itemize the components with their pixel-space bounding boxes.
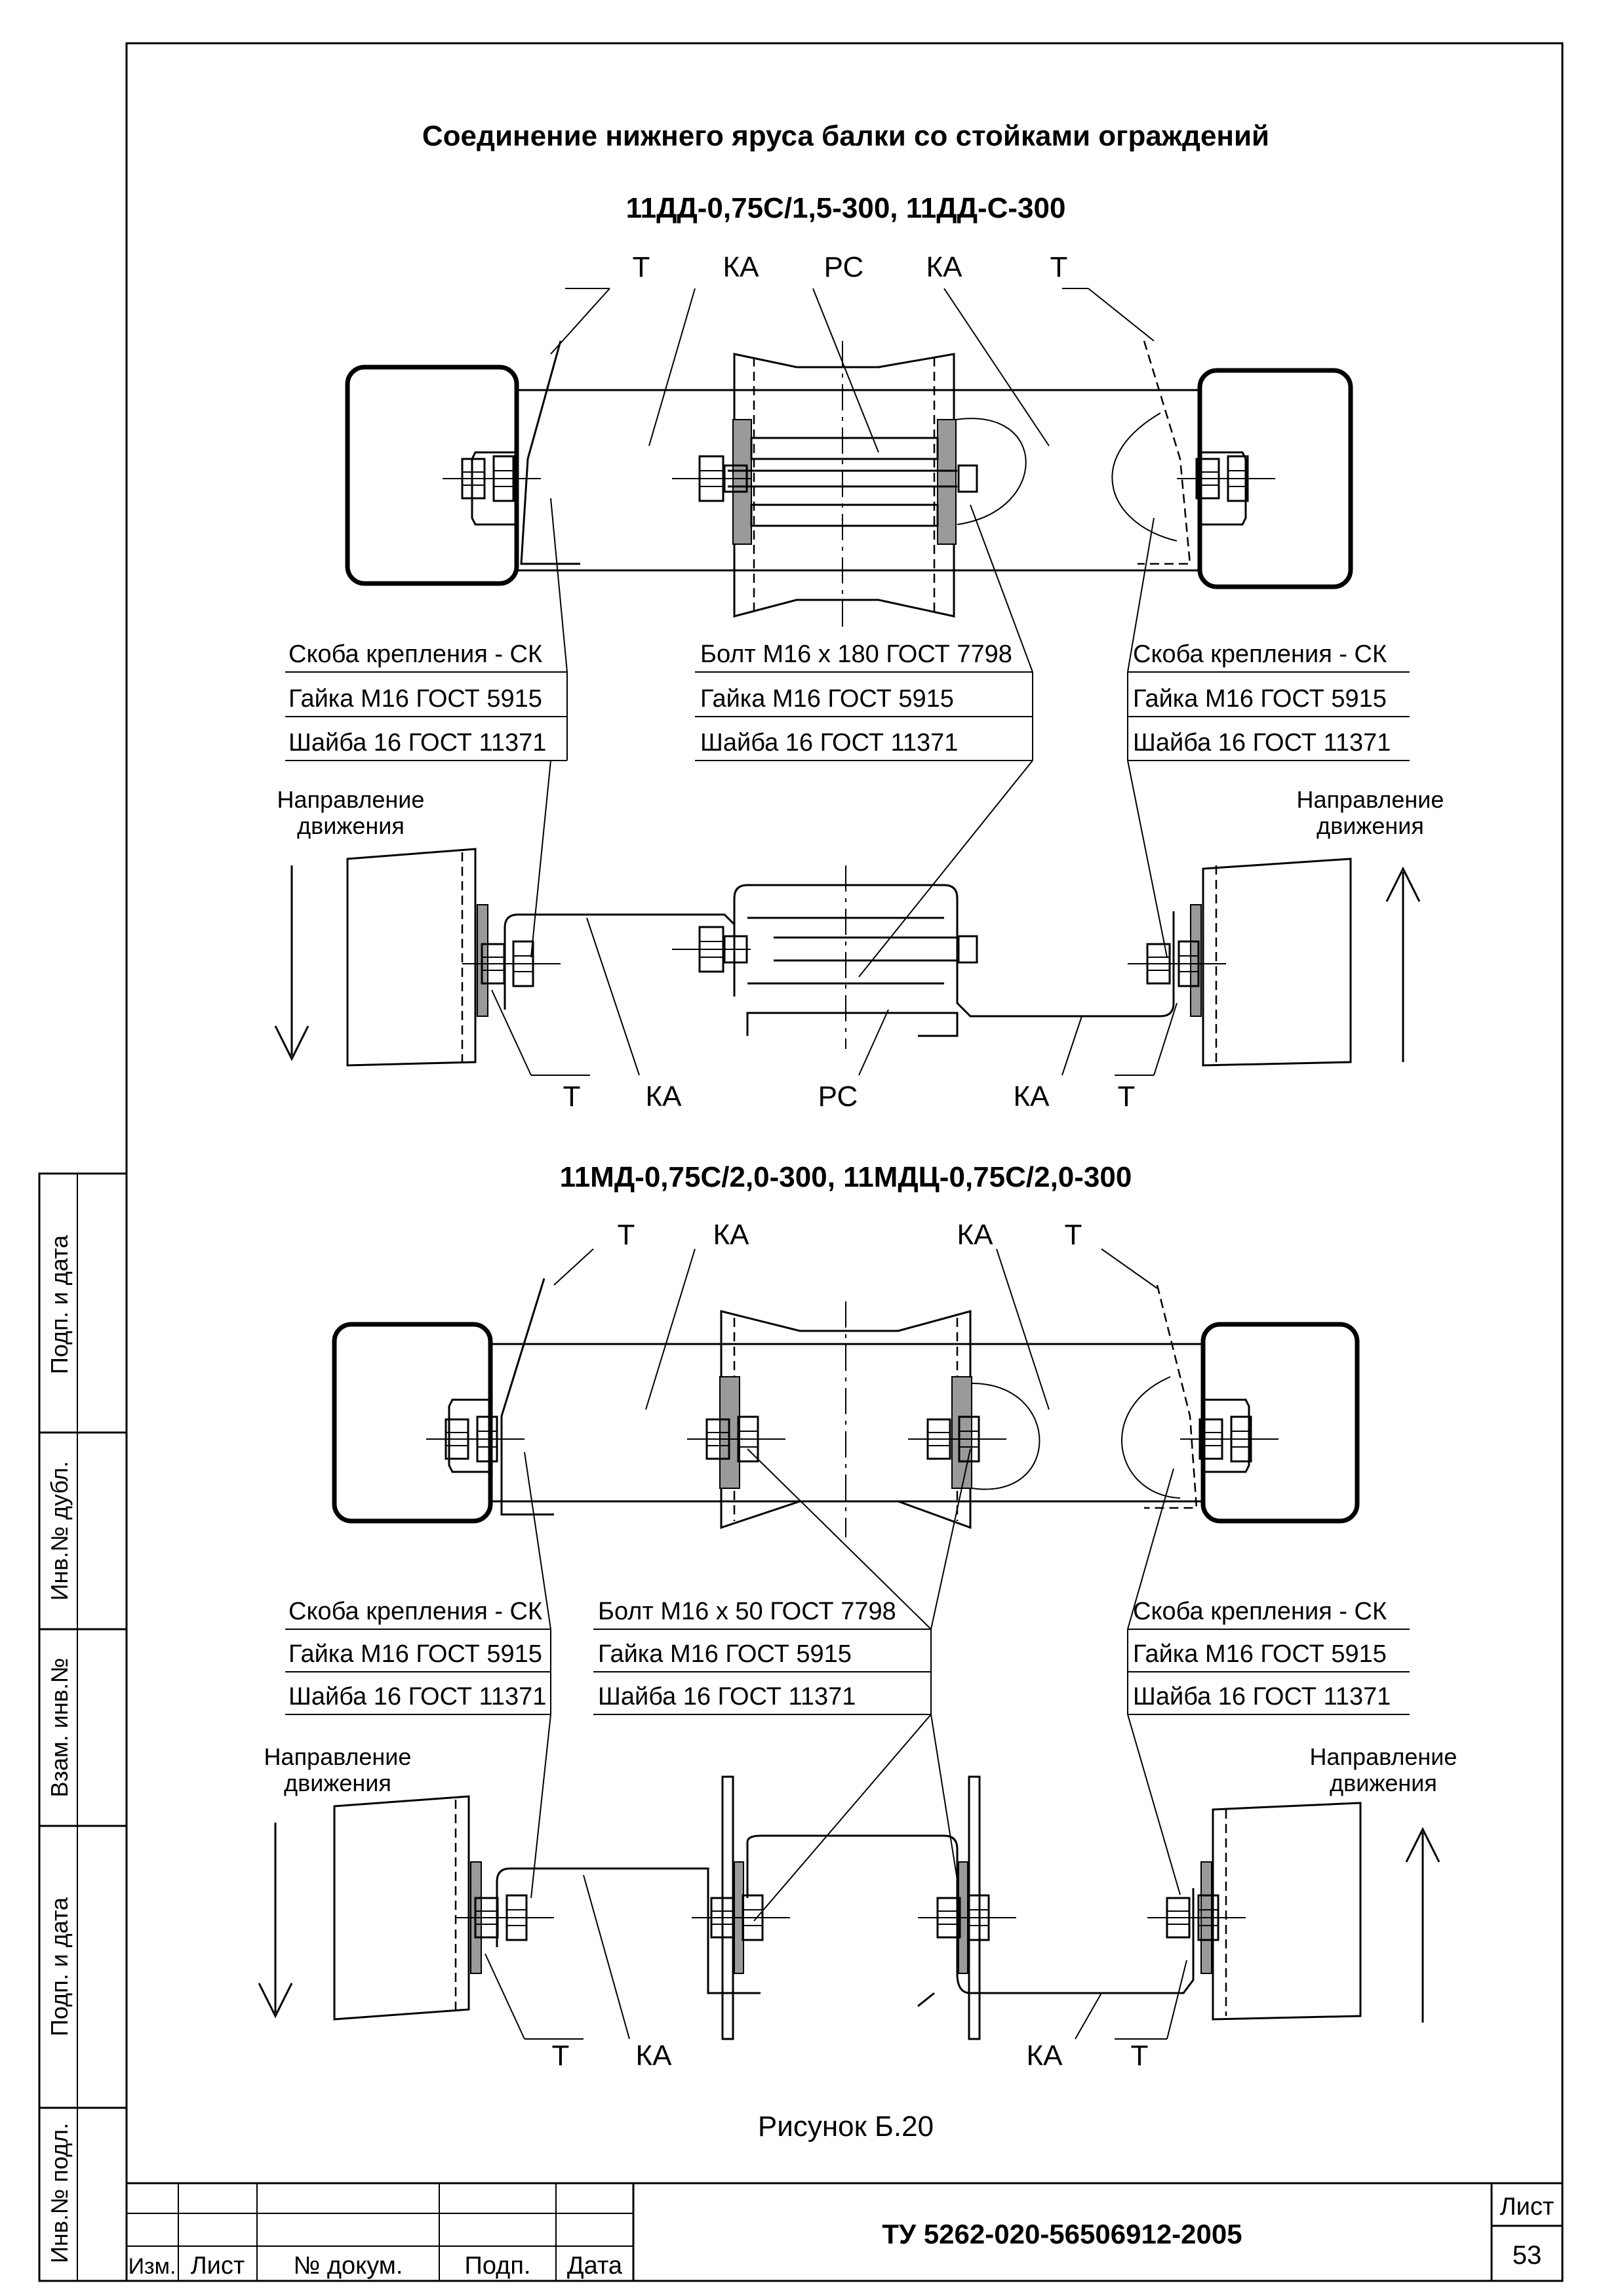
s2-bottom-label-3: КА [1027, 2040, 1063, 2072]
s1-top-label-4: КА [926, 251, 963, 283]
s1-direction-right-2: движения [1317, 812, 1424, 839]
sheet-label: Лист [1500, 2193, 1555, 2221]
s2-right-spec-1: Скоба крепления - СК [1133, 1598, 1387, 1625]
s2-top-label-2: КА [713, 1219, 750, 1251]
stamp-sign-date-2: Подп. и дата [46, 1235, 73, 1374]
side-stamp [38, 1172, 128, 2282]
s1-right-spec-3: Шайба 16 ГОСТ 11371 [1133, 729, 1391, 757]
document-code: ТУ 5262-020-56506912-2005 [882, 2219, 1242, 2249]
s2-right-spec-2: Гайка М16 ГОСТ 5915 [1133, 1640, 1387, 1668]
s1-left-spec-3: Шайба 16 ГОСТ 11371 [288, 729, 546, 757]
stamp-replace-inv: Взам. инв.№ [46, 1657, 73, 1797]
s2-direction-left-2: движения [284, 1770, 391, 1796]
s2-left-spec-2: Гайка М16 ГОСТ 5915 [288, 1640, 542, 1668]
tb-col-change: Изм. [129, 2254, 176, 2279]
s1-left-spec-1: Скоба крепления - СК [288, 641, 542, 668]
stamp-inv-original: Инв.№ подл. [46, 2123, 73, 2263]
s1-top-label-3: РС [824, 251, 864, 283]
section2-bottom-view [258, 1775, 1440, 2040]
s2-right-spec-3: Шайба 16 ГОСТ 11371 [1133, 1683, 1391, 1711]
s2-top-label-4: Т [1065, 1219, 1082, 1251]
section1-bottom-view [274, 848, 1421, 1076]
figure-caption: Рисунок Б.20 [758, 2110, 934, 2143]
section1-top-leaders [550, 288, 1155, 453]
sheet-number: 53 [1513, 2241, 1542, 2270]
s1-direction-right-1: Направление [1297, 786, 1444, 813]
section2-top-view [332, 1278, 1360, 1537]
s2-top-label-1: Т [618, 1219, 635, 1251]
s1-center-spec-1: Болт М16 х 180 ГОСТ 7798 [700, 641, 1012, 668]
section2-subtitle: 11МД-0,75С/2,0-300, 11МДЦ-0,75С/2,0-300 [560, 1161, 1132, 1193]
tb-col-docnum: № докум. [294, 2252, 403, 2280]
s1-top-label-5: Т [1050, 251, 1068, 283]
s2-left-spec-3: Шайба 16 ГОСТ 11371 [288, 1683, 546, 1711]
drawing-title: Соединение нижнего яруса балки со стойка… [422, 120, 1269, 152]
section1-top-view [345, 340, 1353, 629]
s2-bottom-label-1: Т [552, 2040, 570, 2072]
s1-center-spec-3: Шайба 16 ГОСТ 11371 [700, 729, 958, 757]
s1-direction-left-1: Направление [277, 786, 425, 813]
s2-center-spec-3: Шайба 16 ГОСТ 11371 [598, 1683, 856, 1711]
s1-bottom-label-5: Т [1118, 1080, 1136, 1113]
s2-bottom-label-2: КА [636, 2040, 673, 2072]
s2-center-spec-2: Гайка М16 ГОСТ 5915 [598, 1640, 852, 1668]
s1-left-spec-2: Гайка М16 ГОСТ 5915 [288, 685, 542, 713]
s2-direction-right-2: движения [1330, 1770, 1437, 1796]
s1-center-spec-2: Гайка М16 ГОСТ 5915 [700, 685, 954, 713]
s1-bottom-label-4: КА [1014, 1080, 1050, 1113]
s2-bottom-label-4: Т [1131, 2040, 1149, 2072]
stamp-inv-duplicate: Инв.№ дубл. [46, 1461, 73, 1601]
section2-top-leaders [553, 1248, 1158, 1410]
s1-direction-left-2: движения [297, 812, 405, 839]
sheet-frame [125, 42, 1564, 2282]
s2-left-spec-1: Скоба крепления - СК [288, 1598, 542, 1625]
s1-bottom-label-2: КА [646, 1080, 683, 1113]
stamp-sign-date-1: Подп. и дата [46, 1897, 73, 2036]
s1-top-label-1: Т [633, 251, 650, 283]
s2-direction-right-1: Направление [1310, 1743, 1457, 1770]
section1-spec-lines [285, 498, 1410, 978]
s1-right-spec-1: Скоба крепления - СК [1133, 641, 1387, 668]
s1-right-spec-2: Гайка М16 ГОСТ 5915 [1133, 685, 1387, 713]
s2-center-spec-1: Болт М16 х 50 ГОСТ 7798 [598, 1598, 896, 1625]
s1-bottom-label-1: Т [563, 1080, 581, 1113]
tb-col-sheet: Лист [191, 2252, 245, 2280]
tb-col-date: Дата [567, 2252, 623, 2280]
s1-bottom-label-3: РС [818, 1080, 858, 1113]
section1-subtitle: 11ДД-0,75С/1,5-300, 11ДД-С-300 [626, 192, 1066, 224]
s2-top-label-3: КА [957, 1219, 994, 1251]
tb-col-sign: Подп. [465, 2252, 531, 2280]
s1-top-label-2: КА [723, 251, 760, 283]
s2-direction-left-1: Направление [264, 1743, 412, 1770]
